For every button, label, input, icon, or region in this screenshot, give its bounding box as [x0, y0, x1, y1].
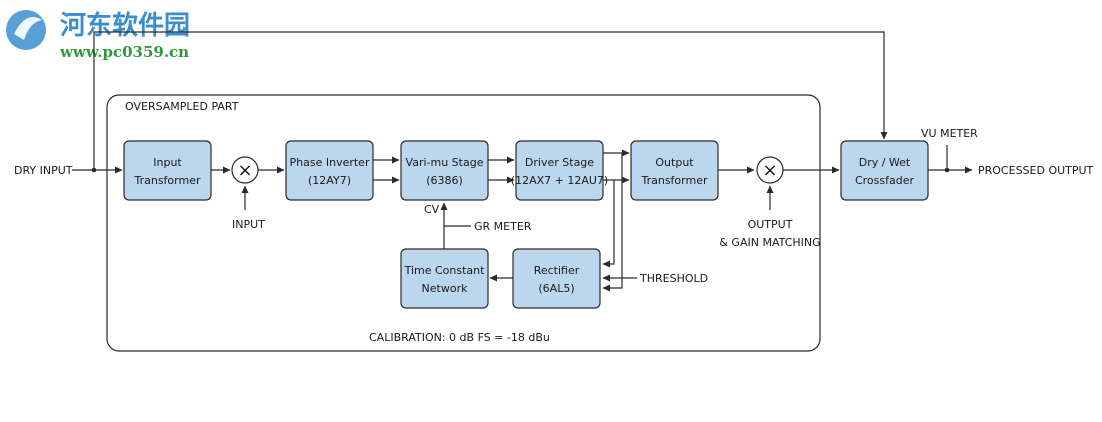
drywet-line2: Crossfader — [855, 174, 915, 187]
varimu-block: Vari-mu Stage (6386) — [400, 140, 489, 201]
sidechain-tap-b — [602, 180, 615, 268]
output-gain-label-2: & GAIN MATCHING — [719, 236, 820, 249]
drywet-block: Dry / Wet Crossfader — [840, 140, 929, 201]
output-gain-label-1: OUTPUT — [748, 218, 793, 231]
input-transformer-block: Input Transformer — [123, 140, 212, 201]
threshold-label: THRESHOLD — [639, 272, 708, 285]
watermark: 河东软件园 www.pc0359.cn — [6, 10, 190, 61]
input-transformer-line1: Input — [153, 156, 182, 169]
phase-inverter-block: Phase Inverter (12AY7) — [285, 140, 374, 201]
output-gain-multiplier: × — [756, 156, 784, 184]
watermark-title: 河东软件园 — [60, 10, 190, 41]
output-transformer-block: Output Transformer — [630, 140, 719, 201]
rectifier-line1: Rectifier — [534, 264, 580, 277]
output-transformer-line1: Output — [655, 156, 694, 169]
input-transformer-line2: Transformer — [133, 174, 200, 187]
watermark-url: www.pc0359.cn — [59, 43, 189, 61]
driver-line2: (12AX7 + 12AU7) — [511, 174, 608, 187]
driver-block: Driver Stage (12AX7 + 12AU7) — [511, 140, 608, 201]
calibration-note: CALIBRATION: 0 dB FS = -18 dBu — [369, 331, 550, 344]
multiply-icon: × — [762, 160, 777, 181]
varimu-line2: (6386) — [426, 174, 463, 187]
varimu-line1: Vari-mu Stage — [406, 156, 484, 169]
time-constant-line1: Time Constant — [404, 264, 486, 277]
gr-meter-label: GR METER — [474, 220, 532, 233]
dry-bypass-line — [93, 31, 888, 170]
rectifier-line2: (6AL5) — [538, 282, 574, 295]
drywet-line1: Dry / Wet — [859, 156, 911, 169]
rectifier-block: Rectifier (6AL5) — [512, 248, 601, 309]
output-transformer-line2: Transformer — [640, 174, 707, 187]
cv-label: CV — [424, 203, 440, 216]
phase-inverter-line1: Phase Inverter — [290, 156, 370, 169]
vu-meter-label: VU METER — [921, 127, 978, 140]
input-gain-label: INPUT — [232, 218, 265, 231]
sidechain-tap-a — [602, 153, 623, 292]
phase-inverter-line2: (12AY7) — [308, 174, 351, 187]
oversampled-frame — [106, 94, 821, 352]
dry-input-label: DRY INPUT — [14, 164, 73, 177]
driver-line1: Driver Stage — [525, 156, 594, 169]
multiply-icon: × — [237, 160, 252, 181]
watermark-logo-icon — [6, 10, 46, 50]
input-gain-multiplier: × — [231, 156, 259, 184]
processed-output-label: PROCESSED OUTPUT — [978, 164, 1094, 177]
oversampled-label: OVERSAMPLED PART — [125, 100, 239, 113]
time-constant-line2: Network — [422, 282, 469, 295]
time-constant-block: Time Constant Network — [400, 248, 489, 309]
